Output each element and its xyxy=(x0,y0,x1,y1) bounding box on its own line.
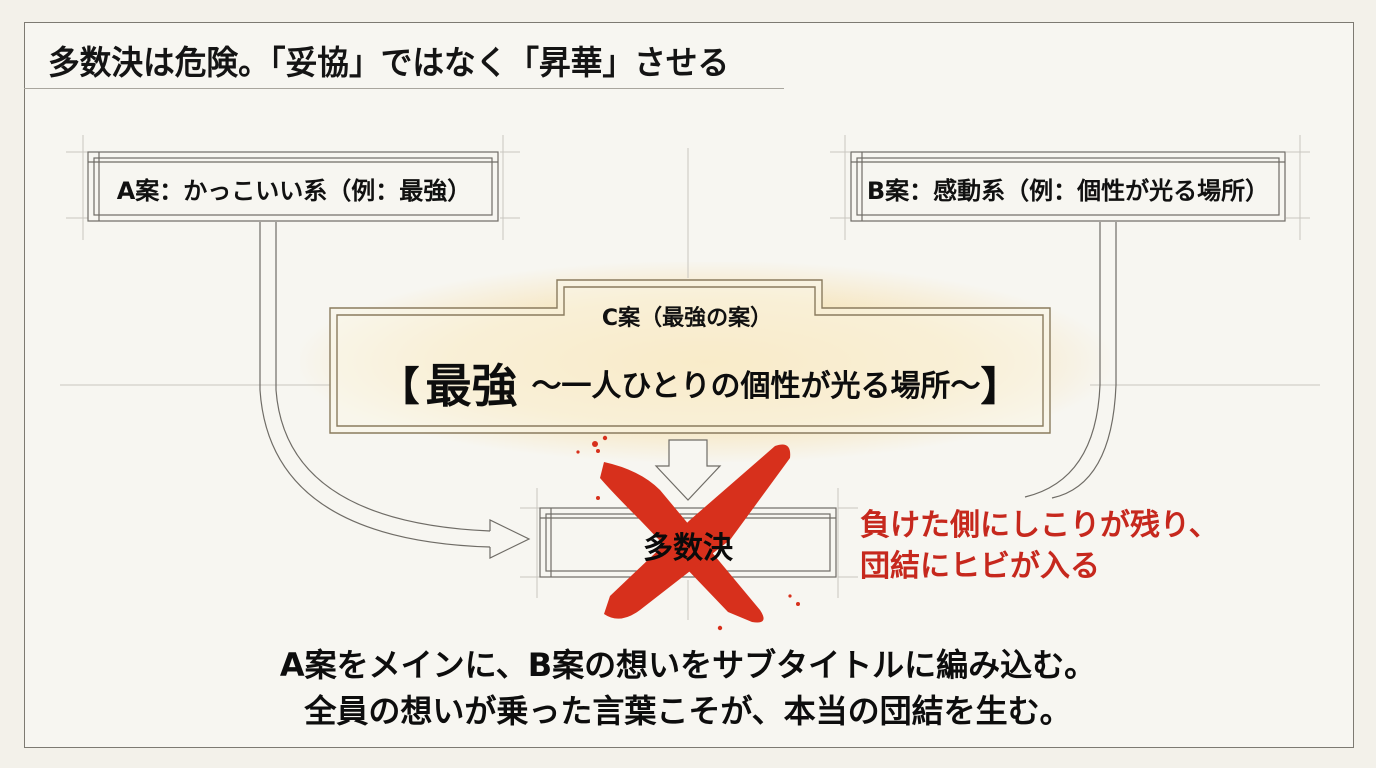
option-c-tagline: ～一人ひとりの個性が光る場所～ xyxy=(531,369,981,404)
warning-text: 負けた側にしこりが残り、 団結にヒビが入る xyxy=(860,505,1219,587)
option-c-headline: 【 最強 ～一人ひとりの個性が光る場所～ 】 xyxy=(336,348,1064,418)
page-title: 多数決は危険。「妥協」ではなく「昇華」させる xyxy=(48,43,730,82)
conclusion-line-1: A案をメインに、B案の想いをサブタイトルに編み込む。 xyxy=(279,646,1097,684)
conclusion-text: A案をメインに、B案の想いをサブタイトルに編み込む。 全員の想いが乗った言葉こそ… xyxy=(0,642,1376,734)
majority-vote-box: 多数決 xyxy=(643,531,733,566)
option-c-title: 最強 xyxy=(425,359,518,413)
warning-line-2: 団結にヒビが入る xyxy=(860,549,1100,584)
close-bracket: 】 xyxy=(980,364,1021,410)
warning-line-1: 負けた側にしこりが残り、 xyxy=(860,508,1219,543)
option-c-subtitle: C案（最強の案） xyxy=(601,306,773,331)
conclusion-line-2: 全員の想いが乗った言葉こそが、本当の団結を生む。 xyxy=(304,692,1072,730)
option-b-box: B案：感動系（例：個性が光る場所） xyxy=(866,176,1270,205)
open-bracket: 【 xyxy=(379,364,420,410)
option-a-box: A案：かっこいい系（例：最強） xyxy=(116,176,472,205)
title-divider xyxy=(24,88,784,89)
